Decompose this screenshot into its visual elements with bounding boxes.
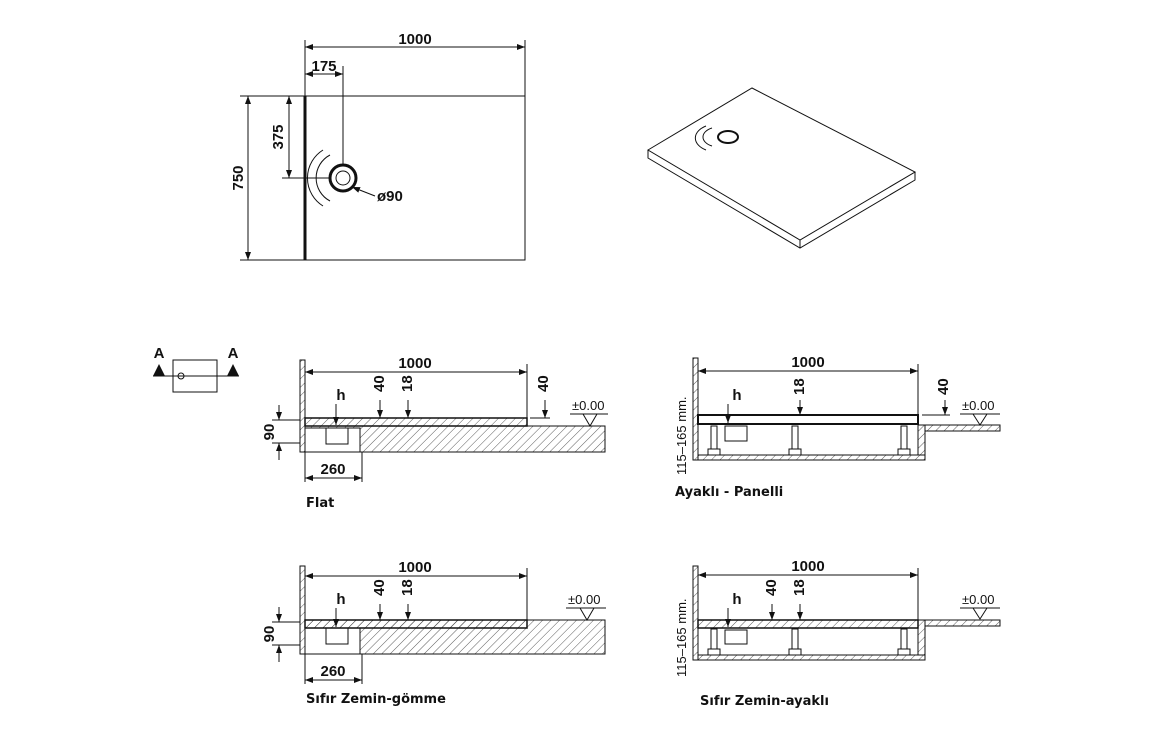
- section-label: Sıfır Zemin-ayaklı: [700, 694, 829, 709]
- section-marker: A A: [153, 345, 239, 393]
- leg-range-dim: 115–165 mm.: [674, 598, 689, 677]
- dim-40: 40: [763, 579, 780, 596]
- isometric-view: [647, 87, 917, 249]
- section-sifir-zemin-gomme: 1000 h 40 18 90 260 ±0.00 Sıfır Zemin-gö…: [261, 559, 606, 707]
- dim-90: 90: [261, 626, 278, 643]
- dim-260: 260: [320, 663, 345, 680]
- drain-diameter-dim: ø90: [377, 188, 403, 205]
- dim-18: 18: [399, 579, 416, 596]
- h-dim: h: [336, 387, 345, 404]
- dim-18: 18: [399, 375, 416, 392]
- dim-260: 260: [320, 461, 345, 478]
- dim-40: 40: [371, 579, 388, 596]
- level-marker: ±0.00: [572, 398, 604, 413]
- leg-range-dim: 115–165 mm.: [674, 396, 689, 475]
- h-dim: h: [732, 591, 741, 608]
- length-dim: 1000: [791, 354, 824, 371]
- section-sifir-zemin-ayakli: 1000 h 40 18 115–165 mm. ±0.00 Sıfır Zem…: [674, 558, 1001, 709]
- support-leg-icon: [707, 628, 911, 656]
- dim-18: 18: [791, 378, 808, 395]
- section-label: Flat: [306, 496, 334, 511]
- length-dim: 1000: [791, 558, 824, 575]
- level-marker: ±0.00: [962, 398, 994, 413]
- plan-view: 1000 175 375 750 ø90: [230, 31, 526, 261]
- drain-offset-y-dim: 375: [270, 124, 287, 149]
- dim-90: 90: [261, 424, 278, 441]
- dim-40-right: 40: [535, 375, 552, 392]
- level-marker: ±0.00: [568, 592, 600, 607]
- section-letter-left: A: [154, 345, 165, 362]
- dim-18: 18: [791, 579, 808, 596]
- dim-40-right: 40: [935, 378, 952, 395]
- section-label: Ayaklı - Panelli: [675, 485, 783, 500]
- length-dim: 1000: [398, 559, 431, 576]
- level-marker: ±0.00: [962, 592, 994, 607]
- plan-width-dim: 1000: [398, 31, 431, 48]
- drain-icon: [306, 149, 358, 207]
- length-dim: 1000: [398, 355, 431, 372]
- section-ayakli-panelli: 1000 h 18 40 115–165 mm. ±0.00 Ayaklı - …: [674, 354, 1001, 500]
- depth-dim: 750: [230, 165, 247, 190]
- h-dim: h: [732, 387, 741, 404]
- drain-offset-x-dim: 175: [311, 58, 336, 75]
- section-letter-right: A: [228, 345, 239, 362]
- section-flat: 1000 h 40 18 40 90 260 ±0.00 Flat: [261, 355, 608, 511]
- h-dim: h: [336, 591, 345, 608]
- support-leg-icon: [707, 425, 911, 456]
- section-label: Sıfır Zemin-gömme: [306, 692, 446, 707]
- dim-40: 40: [371, 375, 388, 392]
